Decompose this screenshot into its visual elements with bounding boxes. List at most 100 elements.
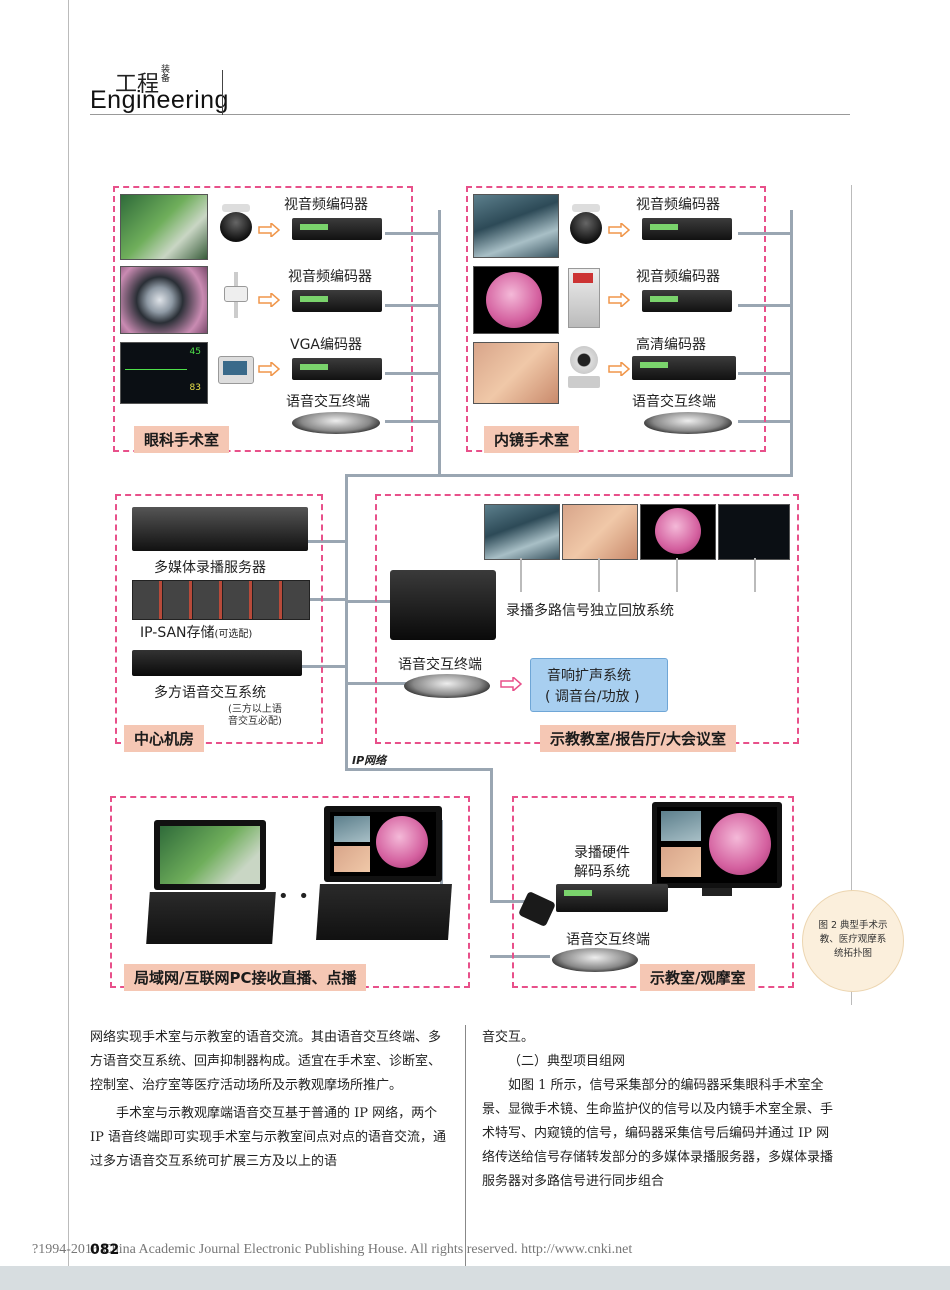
- pa-label-line2: ( 调音台/功放 ): [545, 689, 640, 705]
- network-line: [490, 768, 493, 903]
- laptop-icon: [316, 806, 452, 946]
- arrow-right-icon: [258, 293, 280, 307]
- network-line: [345, 600, 395, 603]
- header-title-en: Engineering: [90, 86, 229, 114]
- network-line: [438, 210, 441, 475]
- network-line: [300, 665, 347, 668]
- photo-surgery-closeup: [473, 342, 559, 404]
- media-server-label: 多媒体录播服务器: [154, 560, 266, 576]
- voice-terminal-label: 语音交互终端: [566, 932, 650, 948]
- dome-camera-icon: [568, 204, 604, 246]
- voice-terminal-device: [644, 412, 732, 434]
- voice-terminal-label: 语音交互终端: [632, 394, 716, 410]
- encoder-label: 视音频编码器: [284, 197, 368, 213]
- paragraph: 网络实现手术室与示教室的语音交流。其由语音交互终端、多方语音交互系统、回声抑制器…: [90, 1030, 442, 1093]
- vga-encoder-device: [292, 358, 382, 380]
- microscope-icon: [218, 272, 254, 318]
- playback-label: 录播多路信号独立回放系统: [506, 603, 674, 619]
- column-divider: [465, 1025, 466, 1270]
- arrow-right-icon: [608, 362, 630, 376]
- copyright-footer: ?1994-2016 China Academic Journal Electr…: [32, 1242, 633, 1257]
- photo-or-panorama: [120, 194, 208, 260]
- monitor-value: 45: [189, 347, 201, 357]
- photo-vital-monitor: 45 83: [120, 342, 208, 404]
- arrow-right-icon: [258, 362, 280, 376]
- screen-endoscope-view: [640, 504, 716, 560]
- network-line: [345, 474, 793, 477]
- ptz-camera-icon: [568, 346, 600, 390]
- media-server-device: [132, 507, 308, 551]
- monitor-icon: [652, 802, 782, 896]
- bottom-band: [0, 1266, 950, 1290]
- body-text-right: 音交互。 （二）典型项目组网 如图 1 所示，信号采集部分的编码器采集眼科手术室…: [482, 1026, 840, 1194]
- decoder-device: [556, 884, 668, 912]
- av-encoder-device: [292, 290, 382, 312]
- patient-monitor-icon: [218, 356, 254, 384]
- encoder-label: VGA编码器: [290, 337, 363, 353]
- network-line: [790, 210, 793, 475]
- decoder-label-line1: 录播硬件: [574, 845, 630, 861]
- voice-terminal-device: [292, 412, 380, 434]
- screen-surgery-closeup: [562, 504, 638, 560]
- arrow-right-icon: [500, 677, 522, 691]
- section-heading: （二）典型项目组网: [508, 1054, 626, 1069]
- network-line: [490, 900, 530, 903]
- network-line: [490, 955, 550, 958]
- hd-encoder-device: [632, 356, 736, 380]
- multi-voice-device: [132, 650, 302, 676]
- dome-camera-icon: [218, 204, 254, 244]
- endoscope-cart-icon: [568, 268, 600, 328]
- av-encoder-device: [642, 290, 732, 312]
- paragraph: 手术室与示教观摩端语音交互基于普通的 IP 网络，两个 IP 语音终端即可实现手…: [90, 1106, 447, 1169]
- ipsan-label: IP-SAN存储(可选配): [140, 625, 253, 641]
- monitor-value: 83: [189, 383, 201, 393]
- zone-label-center: 中心机房: [124, 725, 205, 752]
- zone-center: [115, 494, 323, 744]
- photo-endoscope-view: [473, 266, 559, 334]
- encoder-label: 视音频编码器: [636, 197, 720, 213]
- zone-label-ophthalmology: 眼科手术室: [134, 426, 230, 453]
- body-text-left: 网络实现手术室与示教室的语音交流。其由语音交互终端、多方语音交互系统、回声抑制器…: [90, 1026, 448, 1174]
- screen-vital-monitor: [718, 504, 790, 560]
- left-margin-line: [68, 0, 69, 1290]
- paragraph: 音交互。: [482, 1030, 535, 1045]
- arrow-right-icon: [258, 223, 280, 237]
- voice-terminal-device: [552, 948, 638, 972]
- right-margin-line: [851, 185, 852, 1005]
- caption-line: 统拓扑图: [833, 948, 872, 959]
- photo-or-panorama: [473, 194, 559, 258]
- zone-ophthalmology: [113, 186, 413, 452]
- caption-line: 图 2 典型手术示: [818, 920, 888, 931]
- screen-or-panorama: [484, 504, 560, 560]
- zone-label-teaching: 示教教室/报告厅/大会议室: [540, 725, 736, 752]
- av-encoder-device: [292, 218, 382, 240]
- decoder-label-line2: 解码系统: [574, 864, 630, 880]
- voice-terminal-label: 语音交互终端: [286, 394, 370, 410]
- zone-endoscopy: [466, 186, 766, 452]
- screen-stands: [484, 558, 788, 592]
- encoder-label: 高清编码器: [636, 337, 706, 353]
- arrow-right-icon: [608, 223, 630, 237]
- multi-voice-note: (三方以上语音交互必配): [228, 704, 282, 727]
- av-encoder-device: [642, 218, 732, 240]
- zone-label-pc: 局域网/互联网PC接收直播、点播: [124, 964, 367, 991]
- header-divider: [222, 70, 223, 115]
- page-number: 082: [90, 1242, 120, 1258]
- header-title-cn: 工程装备: [115, 65, 171, 98]
- voice-terminal-device: [404, 674, 490, 698]
- arrow-right-icon: [608, 293, 630, 307]
- laptop-icon: [146, 820, 276, 950]
- encoder-label: 视音频编码器: [288, 269, 372, 285]
- pa-label-line1: 音响扩声系统: [547, 668, 631, 684]
- header-title-side: 装备: [161, 65, 171, 84]
- ip-network-label: IP网络: [352, 754, 387, 767]
- figure-caption: 图 2 典型手术示 教、医疗观摩系 统拓扑图: [802, 890, 904, 992]
- encoder-label: 视音频编码器: [636, 269, 720, 285]
- multi-voice-label: 多方语音交互系统: [154, 685, 266, 701]
- pa-system-box: 音响扩声系统 ( 调音台/功放 ): [530, 658, 668, 712]
- voice-terminal-label: 语音交互终端: [398, 657, 482, 673]
- zone-label-classroom: 示教室/观摩室: [640, 964, 756, 991]
- network-line: [345, 682, 415, 685]
- network-line: [345, 474, 348, 770]
- caption-line: 教、医疗观摩系: [819, 934, 887, 945]
